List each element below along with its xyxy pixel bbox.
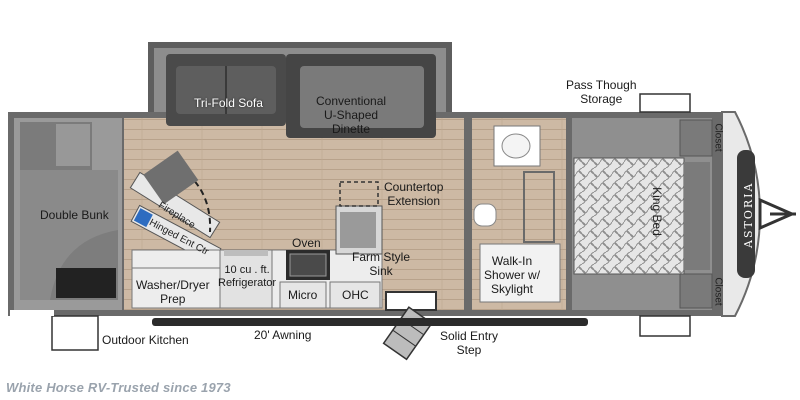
label-countertop-line2: Extension xyxy=(387,194,441,208)
label-washer-dryer-line2: Prep xyxy=(160,292,186,306)
label-dinette-line2: U-Shaped xyxy=(324,108,379,122)
label-awning: 20' Awning xyxy=(254,328,312,342)
label-pass-through-storage: Pass Though Storage xyxy=(566,78,637,106)
label-refrigerator: 10 cu . ft. Refrigerator xyxy=(218,264,276,290)
walk-in-shower xyxy=(479,243,561,303)
king-bed xyxy=(573,157,685,275)
label-refrigerator-line1: 10 cu . ft. xyxy=(224,264,270,276)
label-farm-sink-line1: Farm Style xyxy=(352,250,411,264)
label-dinette: Conventional U-Shaped Dinette xyxy=(316,94,386,136)
closet-top xyxy=(679,119,713,157)
outdoor-kitchen xyxy=(51,315,99,351)
label-entry-step-line1: Solid Entry xyxy=(440,329,499,343)
label-shower-line3: Skylight xyxy=(491,282,534,296)
label-farm-sink-line2: Sink xyxy=(369,264,393,278)
awning-bar xyxy=(152,318,588,326)
label-closet-bottom: Closet xyxy=(712,277,724,306)
brand-logo-text: ASTORIA xyxy=(742,181,755,248)
label-pass-through-line1: Pass Though xyxy=(566,78,637,92)
countertop-extension xyxy=(339,181,379,207)
label-solid-entry-step: Solid Entry Step xyxy=(440,329,498,357)
label-entry-step-line2: Step xyxy=(456,343,482,357)
label-countertop-line1: Countertop xyxy=(384,180,444,194)
pass-through-storage xyxy=(639,93,691,113)
label-shower-line2: Shower w/ xyxy=(484,268,541,282)
label-dinette-line3: Dinette xyxy=(332,122,371,136)
refrigerator xyxy=(219,249,273,309)
toilet xyxy=(473,203,497,227)
label-refrigerator-line2: Refrigerator xyxy=(218,277,277,289)
microwave xyxy=(279,281,327,309)
label-dinette-line1: Conventional xyxy=(316,94,387,108)
label-closet-top: Closet xyxy=(712,123,724,152)
washer-dryer-prep xyxy=(131,267,221,309)
label-king-bed: King Bed xyxy=(649,187,664,236)
ohc xyxy=(329,281,381,309)
label-outdoor-kitchen: Outdoor Kitchen xyxy=(102,333,189,347)
label-pass-through-line2: Storage xyxy=(580,92,623,106)
label-shower-line1: Walk-In xyxy=(491,254,533,268)
label-ohc: OHC xyxy=(342,288,369,302)
fireplace-unit xyxy=(129,171,221,239)
label-tri-fold-sofa: Tri-Fold Sofa xyxy=(194,96,263,110)
label-farm-style-sink: Farm Style Sink xyxy=(352,250,410,278)
closet-bottom xyxy=(679,273,713,309)
hitch xyxy=(758,197,796,231)
brand-panel xyxy=(737,150,755,278)
label-double-bunk: Double Bunk xyxy=(40,208,109,222)
entry-door xyxy=(385,291,437,311)
label-oven: Oven xyxy=(292,236,321,250)
label-washer-dryer-line1: Washer/Dryer xyxy=(136,278,210,292)
dealer-footer: White Horse RV-Trusted since 1973 xyxy=(6,380,231,395)
label-countertop-extension: Countertop Extension xyxy=(384,180,443,208)
label-micro: Micro xyxy=(288,288,318,302)
label-walk-in-shower: Walk-In Shower w/ Skylight xyxy=(484,254,540,296)
label-washer-dryer: Washer/Dryer Prep xyxy=(136,278,210,306)
